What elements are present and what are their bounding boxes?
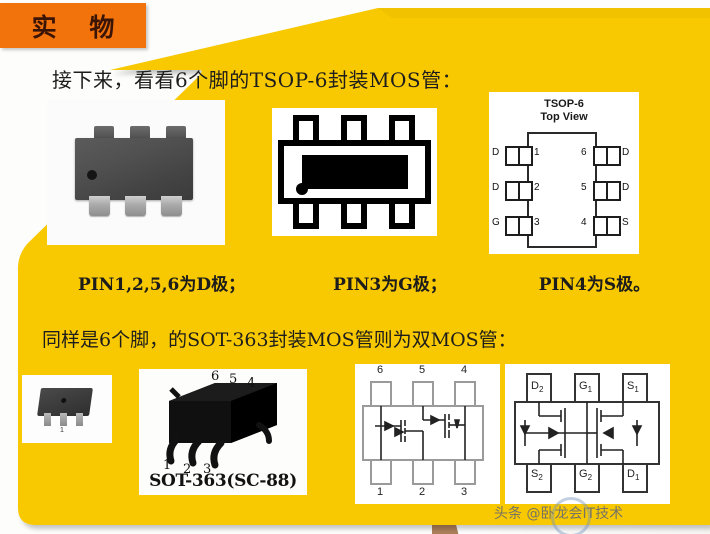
pin-number-1: 1 xyxy=(534,147,540,158)
tsop6-package-photo xyxy=(47,100,225,245)
tsop6-title-line2: Top View xyxy=(540,111,588,123)
pin-legend-g: PIN3为G极； xyxy=(333,275,447,295)
sot363-body xyxy=(37,388,93,416)
pin-letter-3: G xyxy=(492,217,500,228)
schematic-pin-1: 1 xyxy=(377,486,384,498)
schematic-pin-g2: G2 xyxy=(579,468,593,483)
tsop6-card-title: TSOP-6 Top View xyxy=(489,98,639,124)
schematic-pin-4: 4 xyxy=(461,364,468,376)
pin-letter-1: D xyxy=(492,147,500,158)
pin-legend-s: PIN4为S极。 xyxy=(538,275,651,295)
svg-text:6: 6 xyxy=(211,369,219,384)
schematic-pin-5: 5 xyxy=(419,364,426,376)
pin-letter-4: S xyxy=(622,217,629,228)
svg-text:3: 3 xyxy=(203,462,211,473)
watermark-text: 头条 @卧龙会IT技术 xyxy=(494,506,624,522)
sot363-photo-pin-label: 1 xyxy=(60,427,64,434)
pin-letter-2: D xyxy=(492,182,500,193)
paragraph-sot363: 同样是6个脚，的SOT-363封装MOS管则为双MOS管： xyxy=(42,329,517,351)
pin-letter-5: D xyxy=(622,182,630,193)
section-title-tag: 实 物 xyxy=(0,3,146,48)
sot363-package-photo: 1 xyxy=(22,375,112,443)
svg-text:5: 5 xyxy=(229,372,237,387)
pin-pad-5 xyxy=(593,181,621,201)
chip-body xyxy=(75,138,193,200)
svg-text:4: 4 xyxy=(247,376,255,391)
pin-legend-d: PIN1,2,5,6为D极； xyxy=(78,275,246,295)
tsop6-package-outline xyxy=(527,132,597,248)
schematic-pin-6: 6 xyxy=(377,364,384,376)
pin-pad-1 xyxy=(505,146,533,166)
sot363-caption: SOT-363(SC-88) xyxy=(149,471,297,491)
pin1-marker-dot xyxy=(87,170,97,180)
schematic-pin-d1: D1 xyxy=(627,468,640,483)
tsop6-diagram: 1 2 3 6 5 4 D D G D D S xyxy=(489,128,639,250)
sot363-illustration: 6 5 4 1 2 3 xyxy=(163,369,277,477)
pin-number-4: 4 xyxy=(581,217,587,228)
pin-pad-6 xyxy=(593,146,621,166)
pin-pad-2 xyxy=(505,181,533,201)
sot363-schematic-lettered: D2 G1 S1 S2 G2 D1 xyxy=(505,364,670,504)
schematic-pin-s1: S1 xyxy=(627,380,639,395)
pin-number-5: 5 xyxy=(581,182,587,193)
pin-pad-4 xyxy=(593,216,621,236)
tsop6-title-line1: TSOP-6 xyxy=(544,98,584,110)
schematic-pin-s2: S2 xyxy=(531,468,543,483)
schematic-pin-3: 3 xyxy=(461,486,468,498)
pin-number-6: 6 xyxy=(581,147,587,158)
pin-pad-3 xyxy=(505,216,533,236)
fingernail xyxy=(432,113,469,147)
schematic-pin-d2: D2 xyxy=(531,380,544,395)
sot363-illustration-card: 6 5 4 1 2 3 SOT-363(SC-88) xyxy=(139,369,307,495)
svg-text:1: 1 xyxy=(163,458,171,473)
sot363-marker-dot xyxy=(60,398,67,403)
pin-number-2: 2 xyxy=(534,182,540,193)
schematic-pin-g1: G1 xyxy=(579,380,593,395)
tsop6-outline-drawing xyxy=(272,108,437,236)
pin-letter-6: D xyxy=(622,147,630,158)
pin-legend-row: PIN1,2,5,6为D极； PIN3为G极； PIN4为S极。 xyxy=(78,270,678,295)
sot363-schematic-numbered: 6 5 4 1 2 3 xyxy=(355,364,500,504)
pin-number-3: 3 xyxy=(534,217,540,228)
tsop6-pinout-card: TSOP-6 Top View 1 2 3 6 5 4 D D G D D S xyxy=(489,92,639,254)
section-title-text: 实 物 xyxy=(31,12,127,42)
svg-text:2: 2 xyxy=(183,462,191,473)
page-heading: 接下来，看看6个脚的TSOP-6封装MOS管： xyxy=(52,68,463,92)
watermark-ring-icon xyxy=(551,497,591,534)
schematic-pin-2: 2 xyxy=(419,486,426,498)
